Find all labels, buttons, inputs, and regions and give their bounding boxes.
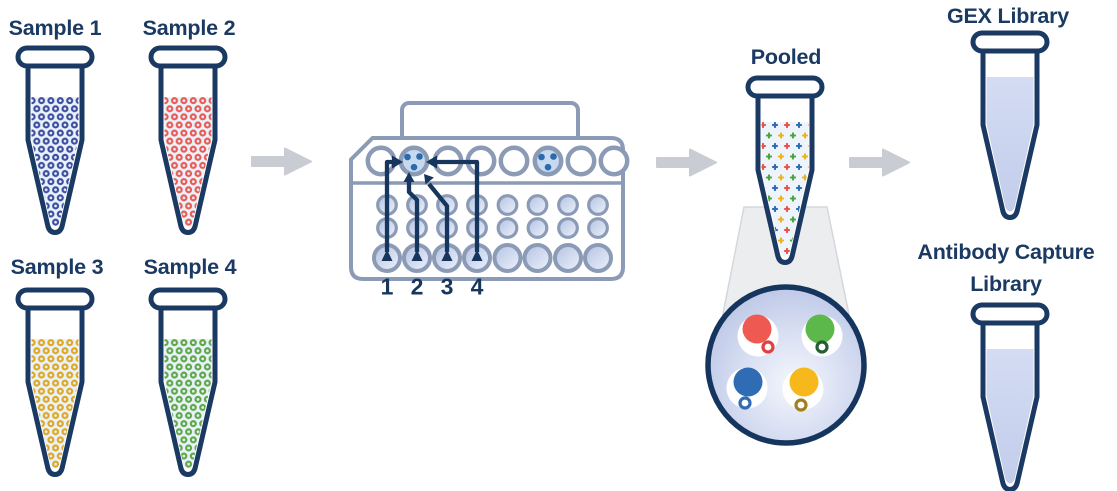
- green-cell-droplet: [801, 314, 843, 357]
- flow-arrow-1-icon: [251, 147, 312, 176]
- sample-1-tube: [18, 48, 92, 233]
- sample-4-tube: [151, 290, 225, 475]
- sample-3-tube: [18, 290, 92, 475]
- lane-number-3: 3: [440, 273, 454, 300]
- cell-dots-well-2: [404, 153, 423, 171]
- lane-number-2: 2: [410, 273, 424, 300]
- transfer-arrows: [381, 155, 483, 261]
- antibody-capture-library-tube: [973, 305, 1047, 490]
- arrowhead-lane-4-icon: [426, 155, 437, 169]
- red-cell-droplet: [737, 314, 779, 357]
- gex-library-label: GEX Library: [946, 3, 1070, 28]
- sample-1-label: Sample 1: [8, 15, 102, 40]
- lane-number-1: 1: [380, 273, 394, 300]
- yellow-cell-droplet: [782, 367, 824, 412]
- arrowhead-lane-2-icon: [403, 172, 415, 182]
- sample-2-label: Sample 2: [142, 15, 236, 40]
- blue-cell-droplet: [726, 367, 768, 410]
- magnifier-circle: [705, 284, 867, 446]
- arrowhead-lane-1-icon: [392, 155, 403, 169]
- sample-3-label: Sample 3: [10, 254, 104, 279]
- chip: [349, 101, 630, 281]
- gex-library-tube: [973, 33, 1047, 218]
- flow-arrow-2-icon: [656, 148, 717, 177]
- lane-number-4: 4: [470, 273, 484, 300]
- sample-2-tube: [151, 48, 225, 233]
- pooled-label: Pooled: [750, 44, 822, 69]
- antibody-capture-library-label: Antibody Capture Library: [917, 239, 1095, 296]
- sample-4-label: Sample 4: [143, 254, 237, 279]
- arrowhead-lane-3-icon: [424, 174, 434, 185]
- flow-arrow-3-icon: [849, 148, 910, 177]
- cell-dots-well-6: [538, 153, 557, 171]
